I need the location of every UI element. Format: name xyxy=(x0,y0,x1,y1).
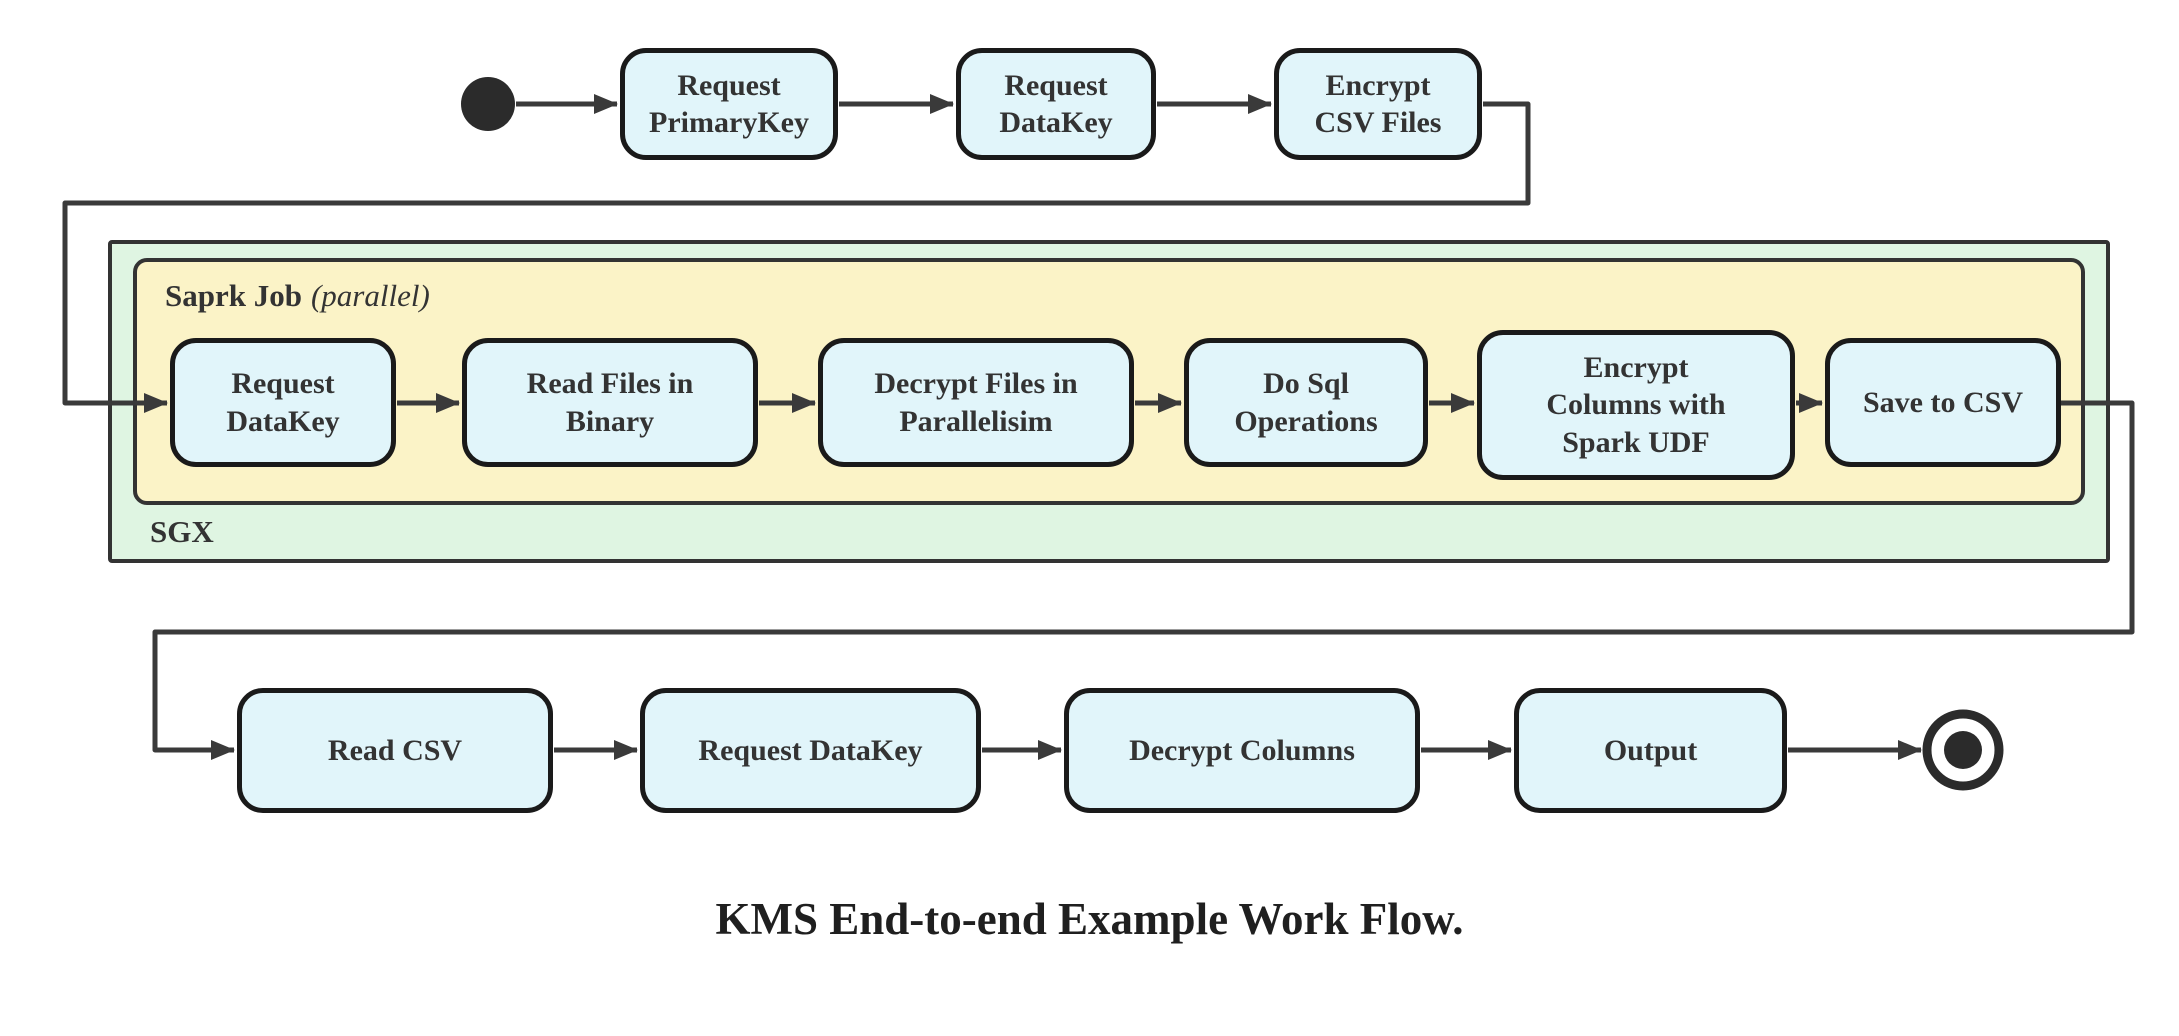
spark-job-label: Saprk Job(parallel) xyxy=(165,278,430,314)
node-do-sql-operations: Do Sql Operations xyxy=(1184,338,1428,467)
node-decrypt-columns: Decrypt Columns xyxy=(1064,688,1420,813)
edge-encrypt-csv-files-to-sgx-request-datakey xyxy=(62,101,1531,413)
node-label: Read Files in Binary xyxy=(526,367,694,438)
node-read-files-in-binary: Read Files in Binary xyxy=(462,338,758,467)
node-save-to-csv: Save to CSV xyxy=(1825,338,2061,467)
node-encrypt-csv-files: Encrypt CSV Files xyxy=(1274,48,1482,160)
node-label: Request DataKey xyxy=(226,367,340,438)
node-label: Request DataKey xyxy=(698,733,923,767)
end-state-icon xyxy=(1922,709,2004,791)
node-read-csv: Read CSV xyxy=(237,688,553,813)
node-label: Save to CSV xyxy=(1862,385,2023,419)
node-decrypt-files-in-parallelisim: Decrypt Files in Parallelisim xyxy=(818,338,1134,467)
node-request-datakey: Request DataKey xyxy=(956,48,1156,160)
node-label: Decrypt Columns xyxy=(1129,733,1355,767)
node-label: Encrypt Columns with Spark UDF xyxy=(1546,351,1726,459)
node-label: Read CSV xyxy=(327,733,463,767)
node-label: Output xyxy=(1603,733,1698,767)
node-label: Encrypt CSV Files xyxy=(1314,68,1442,139)
node-label: Decrypt Files in Parallelisim xyxy=(874,367,1078,438)
start-state-icon xyxy=(461,77,515,131)
diagram-caption: KMS End-to-end Example Work Flow. xyxy=(715,894,1464,944)
node-encrypt-columns-with-spark-udf: Encrypt Columns with Spark UDF xyxy=(1477,330,1795,480)
spark-job-label-title: Saprk Job xyxy=(165,278,302,313)
spark-job-label-parallel: (parallel) xyxy=(310,278,430,313)
node-label: Request PrimaryKey xyxy=(649,68,809,139)
node-request-primarykey: Request PrimaryKey xyxy=(620,48,838,160)
node-output: Output xyxy=(1514,688,1787,813)
node-label: Request DataKey xyxy=(999,68,1113,139)
edge-save-csv-to-read-csv xyxy=(152,400,2135,760)
node-request-datakey-out: Request DataKey xyxy=(640,688,981,813)
node-request-datakey-sgx: Request DataKey xyxy=(170,338,396,467)
sgx-label: SGX xyxy=(150,514,214,549)
node-label: Do Sql Operations xyxy=(1234,367,1378,438)
